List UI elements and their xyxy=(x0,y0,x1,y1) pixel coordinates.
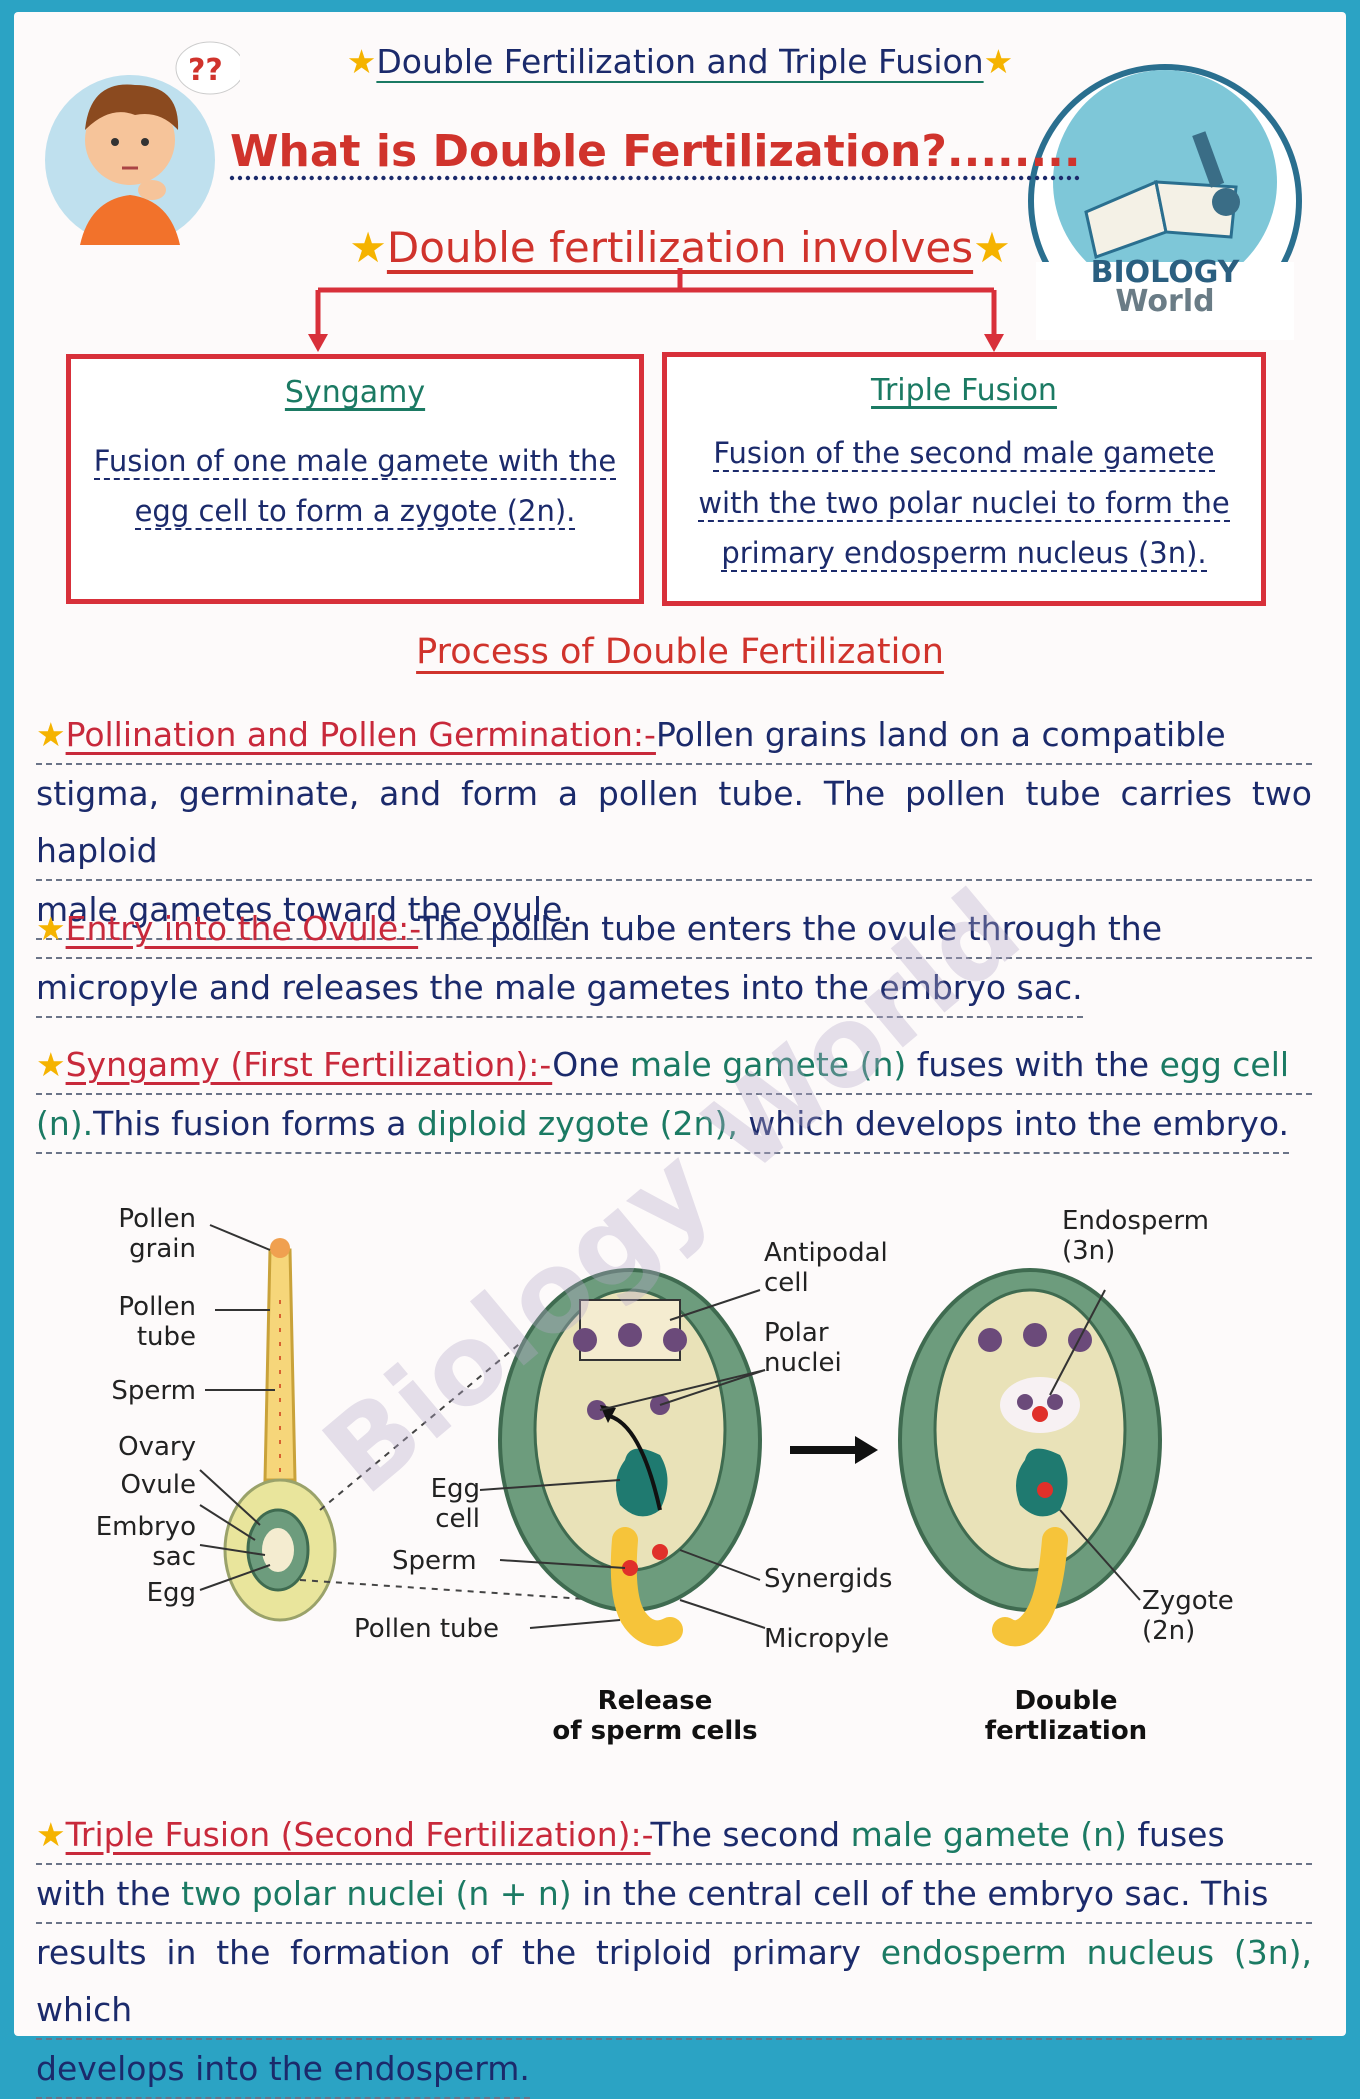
label-egg: Egg xyxy=(146,1578,196,1608)
involves-heading: ★Double fertilization involves★ xyxy=(0,223,1360,272)
label-antipodal-cell: Antipodal cell xyxy=(764,1238,888,1298)
syngamy-text: One xyxy=(552,1045,630,1084)
logo-text-world: World xyxy=(1115,284,1215,319)
triple-term: male gamete (n) xyxy=(850,1815,1127,1854)
triple-text-last: develops into the endosperm. xyxy=(36,2040,530,2099)
syngamy-title: Syngamy xyxy=(284,375,426,410)
triple-line-2: with the two polar nuclei to form the xyxy=(698,486,1230,522)
star-icon: ★ xyxy=(36,1045,66,1084)
pollination-text-2: stigma, germinate, and form a pollen tub… xyxy=(36,765,1312,881)
entry-text-1: The pollen tube enters the ovule through… xyxy=(418,909,1163,948)
star-icon: ★ xyxy=(36,1815,66,1854)
pollination-text-3: male gametes toward the ovule. xyxy=(36,881,573,940)
triple-term: two polar nuclei (n + n) xyxy=(181,1874,572,1913)
triple-text: which xyxy=(36,1990,133,2029)
syngamy-line-1: Fusion of one male gamete with the xyxy=(93,444,617,480)
star-icon: ★ xyxy=(36,909,66,948)
pollination-paragraph: ★Pollination and Pollen Germination:-Pol… xyxy=(36,706,1312,940)
triple-fusion-box: Triple Fusion Fusion of the second male … xyxy=(662,352,1266,606)
syngamy-label: Syngamy (First Fertilization):- xyxy=(65,1045,553,1084)
syngamy-text: This fusion forms a xyxy=(93,1104,417,1143)
involves-text: Double fertilization involves xyxy=(386,223,974,272)
label-endosperm: Endosperm (3n) xyxy=(1062,1206,1209,1266)
top-title: ★Double Fertilization and Triple Fusion★ xyxy=(0,42,1360,81)
triple-line-1: Fusion of the second male gamete xyxy=(713,436,1215,472)
syngamy-text: which develops into the embryo. xyxy=(737,1104,1289,1143)
triple-text: fuses xyxy=(1126,1815,1225,1854)
thinking-boy-illustration: ?? xyxy=(45,41,240,245)
triple-fusion-paragraph: ★Triple Fusion (Second Fertilization):-T… xyxy=(36,1806,1312,2099)
syngamy-text: fuses with the xyxy=(906,1045,1160,1084)
label-synergids: Synergids xyxy=(764,1564,893,1594)
triple-text: The second xyxy=(650,1815,851,1854)
syngamy-line-2: egg cell to form a zygote (2n). xyxy=(134,494,576,530)
syngamy-term: diploid zygote (2n), xyxy=(416,1104,738,1143)
entry-text-2: micropyle and releases the male gametes … xyxy=(36,959,1083,1018)
top-title-text: Double Fertilization and Triple Fusion xyxy=(376,42,984,81)
label-polar-nuclei: Polar nuclei xyxy=(764,1318,842,1378)
label-egg-cell: Egg cell xyxy=(430,1474,480,1534)
syngamy-term: (n). xyxy=(36,1104,94,1143)
label-pollen-tube: Pollen tube xyxy=(118,1292,196,1352)
syngamy-term: egg cell xyxy=(1159,1045,1290,1084)
entry-label: Entry into the Ovule:- xyxy=(65,909,419,948)
question-marks: ?? xyxy=(188,53,223,88)
syngamy-paragraph: ★Syngamy (First Fertilization):-One male… xyxy=(36,1036,1312,1154)
double-fertilization-diagram xyxy=(199,1224,1162,1647)
logo-text-biology: BIOLOGY xyxy=(1090,255,1240,290)
label-zygote: Zygote (2n) xyxy=(1142,1586,1234,1646)
caption-release: Release of sperm cells xyxy=(552,1686,758,1746)
triple-term: endosperm nucleus (3n), xyxy=(880,1933,1312,1972)
triple-text: results in the formation of the triploid… xyxy=(36,1933,881,1972)
syngamy-box: Syngamy Fusion of one male gamete with t… xyxy=(66,354,644,604)
pollination-text-1: Pollen grains land on a compatible xyxy=(655,715,1226,754)
triple-text: with the xyxy=(36,1874,182,1913)
caption-double: Double fertlization xyxy=(984,1686,1148,1746)
label-ovary: Ovary xyxy=(118,1432,196,1462)
branch-connector xyxy=(308,268,1004,352)
triple-fusion-title: Triple Fusion xyxy=(871,373,1057,408)
entry-paragraph: ★Entry into the Ovule:-The pollen tube e… xyxy=(36,900,1312,1018)
label-micropyle: Micropyle xyxy=(764,1624,890,1654)
label-sperm: Sperm xyxy=(111,1376,196,1406)
label-embryo-sac: Embryo sac xyxy=(95,1512,196,1572)
label-sperm-mid: Sperm xyxy=(392,1546,477,1576)
star-icon: ★ xyxy=(973,223,1011,272)
triple-text: in the central cell of the embryo sac. T… xyxy=(571,1874,1269,1913)
star-icon: ★ xyxy=(983,42,1014,81)
star-icon: ★ xyxy=(346,42,377,81)
process-heading-text: Process of Double Fertilization xyxy=(416,632,944,672)
main-question-heading: What is Double Fertilization?........ xyxy=(230,126,1081,177)
star-icon: ★ xyxy=(349,223,387,272)
syngamy-term: male gamete (n) xyxy=(629,1045,907,1084)
pollination-label: Pollination and Pollen Germination:- xyxy=(65,715,656,754)
star-icon: ★ xyxy=(36,715,66,754)
label-pollen-grain: Pollen grain xyxy=(118,1204,196,1264)
triple-label: Triple Fusion (Second Fertilization):- xyxy=(65,1815,651,1854)
label-pollen-tube-mid: Pollen tube xyxy=(354,1614,500,1644)
triple-line-3: primary endosperm nucleus (3n). xyxy=(721,536,1207,572)
label-ovule: Ovule xyxy=(120,1470,196,1500)
biology-world-logo: BIOLOGY World xyxy=(1026,62,1304,342)
process-heading: Process of Double Fertilization xyxy=(0,632,1360,672)
page-frame xyxy=(14,12,1346,2036)
